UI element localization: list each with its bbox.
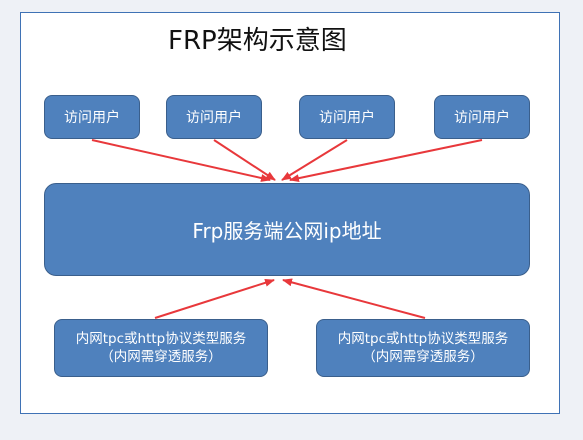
user-node: 访问用户 <box>44 95 140 139</box>
arrow-service2-to-server <box>282 278 426 319</box>
service-label-line2: （内网需穿透服务） <box>100 349 222 365</box>
user-node: 访问用户 <box>434 95 530 139</box>
arrow-user2-to-server <box>213 139 276 181</box>
intranet-service-node: 内网tpc或http协议类型服务 （内网需穿透服务） <box>316 319 530 377</box>
user-node-label: 访问用户 <box>64 110 120 126</box>
user-node-label: 访问用户 <box>319 110 375 126</box>
frp-server-label: Frp服务端公网ip地址 <box>192 219 382 243</box>
frp-server-node: Frp服务端公网ip地址 <box>44 183 530 276</box>
service-label-line1: 内网tpc或http协议类型服务 <box>75 331 247 347</box>
user-node-label: 访问用户 <box>454 110 510 126</box>
service-label-line1: 内网tpc或http协议类型服务 <box>337 331 509 347</box>
arrow-user1-to-server <box>91 139 271 182</box>
user-node-label: 访问用户 <box>186 110 242 126</box>
service-label-line2: （内网需穿透服务） <box>362 349 484 365</box>
arrow-user4-to-server <box>289 139 483 183</box>
intranet-service-node: 内网tpc或http协议类型服务 （内网需穿透服务） <box>54 319 268 377</box>
user-node: 访问用户 <box>166 95 262 139</box>
diagram-title: FRP架构示意图 <box>168 26 347 56</box>
arrow-service1-to-server <box>154 278 275 319</box>
user-node: 访问用户 <box>299 95 395 139</box>
arrow-user3-to-server <box>281 139 348 181</box>
